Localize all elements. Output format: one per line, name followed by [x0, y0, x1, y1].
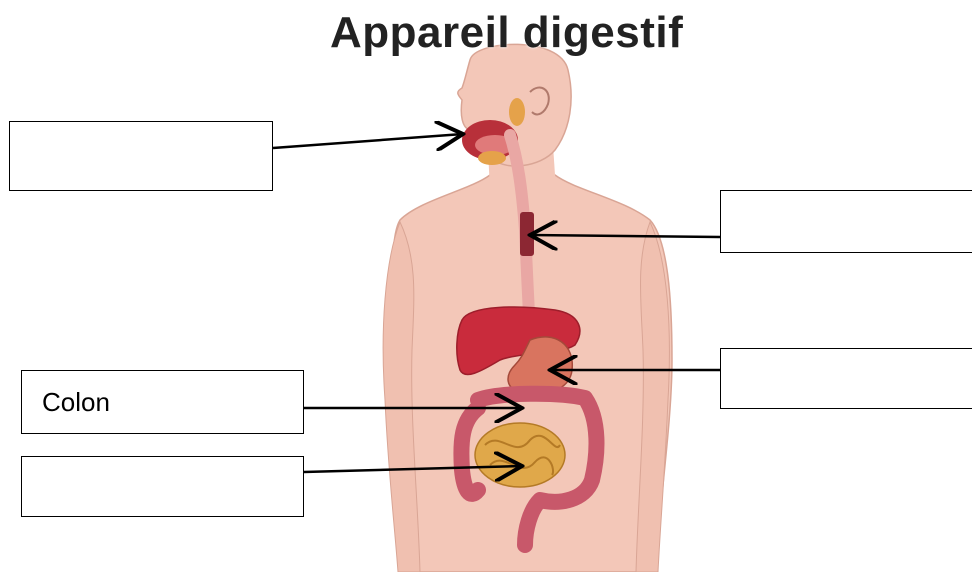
label-box-stomach[interactable] [720, 348, 972, 409]
label-box-esophagus[interactable] [720, 190, 972, 253]
diagram-title: Appareil digestif [330, 8, 730, 58]
salivary-gland-lower [478, 151, 506, 165]
arrow-mouth [273, 134, 463, 148]
label-box-mouth[interactable] [9, 121, 273, 191]
small-intestine [475, 423, 565, 487]
salivary-gland-upper [509, 98, 525, 126]
label-box-small-intestine[interactable] [21, 456, 304, 517]
label-box-colon[interactable]: Colon [21, 370, 304, 434]
